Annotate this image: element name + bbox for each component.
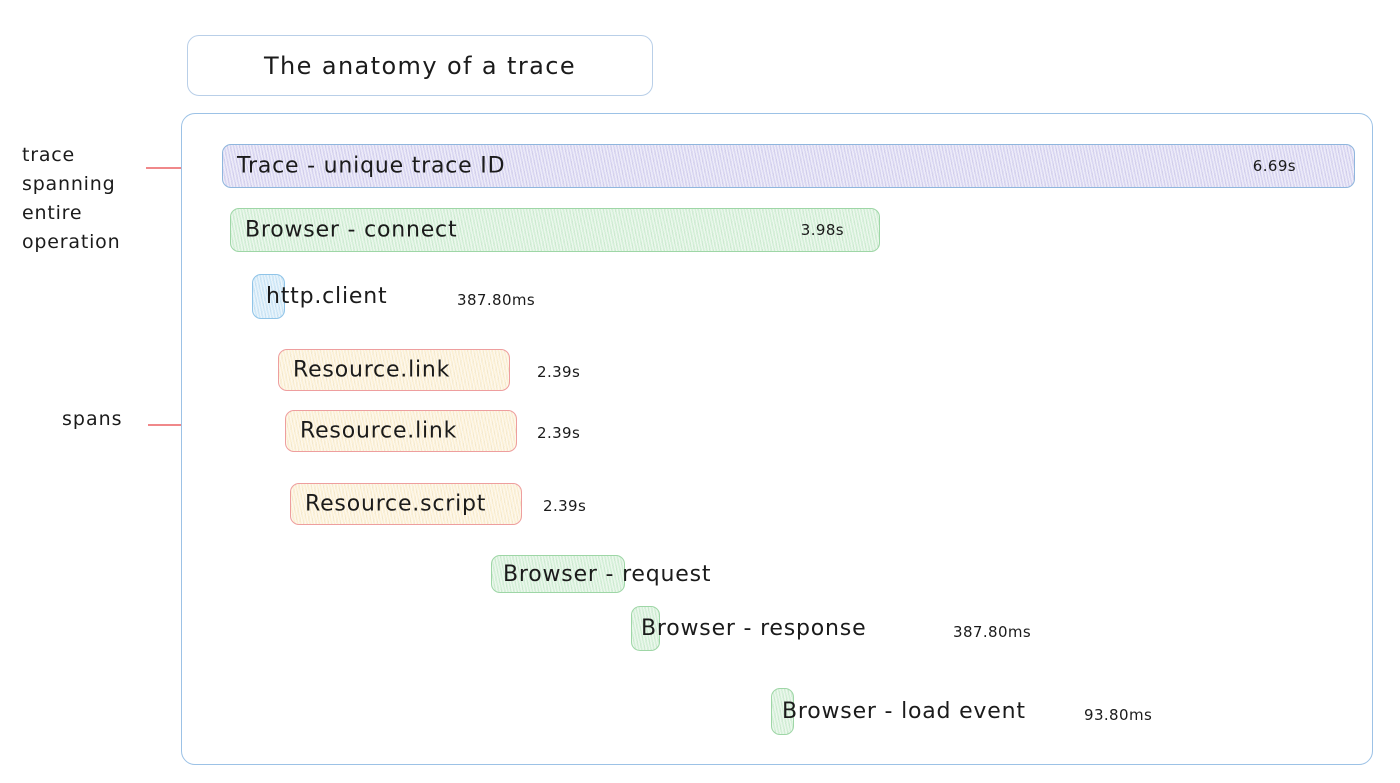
span-duration-browser-response: 387.80ms (953, 623, 1032, 641)
span-duration-http-client: 387.80ms (457, 291, 536, 309)
trace-annotation-leader-line (146, 167, 204, 169)
span-bar-resource-link-1[interactable]: Resource.link (278, 349, 510, 391)
span-bar-trace-root[interactable]: Trace - unique trace ID 6.69s (222, 144, 1355, 188)
span-label-browser-load-event: Browser - load event (782, 699, 1026, 724)
span-label-resource-link-2: Resource.link (300, 418, 458, 444)
span-bar-browser-request[interactable] (491, 555, 625, 593)
span-label-browser-response: Browser - response (641, 616, 867, 641)
span-bar-browser-response[interactable] (631, 606, 660, 651)
span-bar-browser-connect[interactable]: Browser - connect 3.98s (230, 208, 880, 252)
span-duration-browser-connect: 3.98s (800, 221, 844, 239)
span-label-browser-connect: Browser - connect (245, 217, 458, 243)
spans-annotation-leader-line (148, 424, 210, 426)
span-duration-resource-link-1: 2.39s (537, 363, 581, 381)
span-bar-resource-script[interactable]: Resource.script (290, 483, 522, 525)
span-label-resource-link-1: Resource.link (293, 357, 451, 383)
span-label-resource-script: Resource.script (305, 491, 487, 517)
span-bar-browser-load-event[interactable] (771, 688, 794, 735)
span-duration-trace-root: 6.69s (1252, 157, 1296, 175)
span-duration-browser-load-event: 93.80ms (1084, 706, 1153, 724)
span-duration-resource-script: 2.39s (543, 497, 587, 515)
span-label-http-client: http.client (266, 284, 388, 309)
title-card: The anatomy of a trace (187, 35, 653, 96)
span-bar-http-client[interactable] (252, 274, 285, 319)
span-bar-resource-link-2[interactable]: Resource.link (285, 410, 517, 452)
trace-annotation-label: trace spanning entire operation (22, 144, 121, 253)
page-title: The anatomy of a trace (263, 51, 577, 80)
span-label-browser-request: Browser - request (503, 562, 712, 587)
span-duration-resource-link-2: 2.39s (537, 424, 581, 442)
span-label-trace-root: Trace - unique trace ID (237, 153, 506, 179)
spans-annotation-label: spans (62, 408, 123, 430)
